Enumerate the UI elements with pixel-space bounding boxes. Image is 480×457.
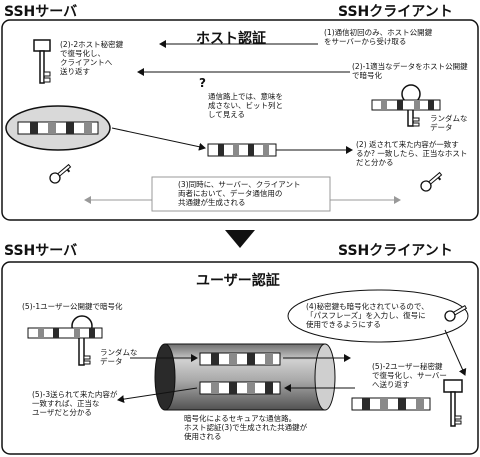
arrow-return-data bbox=[111, 127, 206, 151]
transit-data-strip-top bbox=[207, 143, 277, 157]
passphrase-ellipse bbox=[287, 289, 469, 343]
host-private-key-icon bbox=[33, 39, 51, 84]
decrypted-data-strip bbox=[17, 121, 99, 135]
note-passphrase: (4)秘密鍵も暗号化されているので、 「パスフレーズ」を入力し、復号に 使用でき… bbox=[306, 302, 429, 329]
client-decrypted-strip bbox=[351, 397, 431, 411]
key-generation-box bbox=[151, 176, 331, 212]
server-label-bottom: SSHサーバ bbox=[4, 243, 78, 259]
client-label-top: SSHクライアント bbox=[338, 4, 453, 20]
arrow-back-to-server bbox=[117, 387, 198, 404]
arrow-passphrase bbox=[444, 329, 467, 376]
server-common-key-icon bbox=[49, 163, 72, 184]
note-decrypt-host-key: (2)-2ホスト秘密鍵 で復号化し、 クライアントへ 送り返す bbox=[60, 40, 124, 76]
random-data-strip-bottom bbox=[27, 327, 103, 339]
question-mark: ? bbox=[199, 76, 206, 90]
note-encrypt-user-key: (5)-1ユーザー公開鍵で暗号化 bbox=[22, 302, 123, 311]
client-label-bottom: SSHクライアント bbox=[338, 243, 453, 259]
host-public-key-icon bbox=[401, 84, 421, 127]
note-decrypt-user-key: (5)-2ユーザー秘密鍵 で復号化し、サーバー へ送り返す bbox=[372, 362, 447, 389]
host-auth-panel bbox=[1, 19, 479, 221]
down-arrow-icon bbox=[225, 230, 255, 248]
note-encrypt-with-host-key: (2)-1適当なデータをホスト公開鍵 で暗号化 bbox=[352, 62, 468, 80]
user-private-key-icon bbox=[443, 379, 463, 427]
note-verify-user: (5)-3送られて来た内容が 一致すれば、正当な ユーザだと分かる bbox=[32, 390, 118, 417]
user-auth-title: ユーザー認証 bbox=[196, 273, 280, 289]
note-bitstream: 通信路上では、意味を 成さない、ビット列と して見える bbox=[208, 92, 283, 119]
note-verify-host: (2) 返されて来た内容が一致す るか? 一致したら、正当なホスト だと分かる bbox=[356, 140, 468, 167]
note-random-data-top: ランダムな データ bbox=[430, 114, 468, 132]
encrypted-private-key-icon bbox=[444, 305, 468, 322]
random-data-strip-top bbox=[371, 99, 441, 111]
note-common-key: (3)同時に、サーバー、クライアント 両者において、データ通信用の 共通鍵が生成… bbox=[178, 180, 301, 207]
note-receive-host-key: (1)通信初回のみ、ホスト公開鍵 をサーバーから受け取る bbox=[324, 28, 433, 46]
note-secure-channel: 暗号化によるセキュアな通信路。 ホスト認証(3)で生成された共通鍵が 使用される bbox=[184, 414, 308, 441]
tunnel-data-strip-lower bbox=[199, 381, 281, 395]
note-random-data-bottom: ランダムな データ bbox=[100, 348, 138, 366]
tunnel-data-strip-upper bbox=[199, 352, 281, 366]
host-auth-title: ホスト認証 bbox=[196, 31, 266, 47]
server-label-top: SSHサーバ bbox=[4, 4, 78, 20]
client-common-key-icon bbox=[420, 171, 443, 192]
